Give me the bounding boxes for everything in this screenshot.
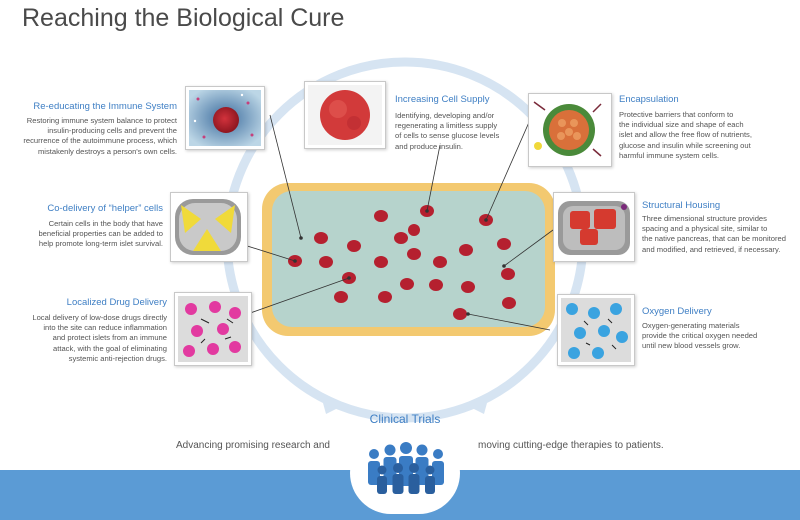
heading-reeducating: Re-educating the Immune System <box>33 101 177 112</box>
capsule-icon <box>533 101 602 157</box>
text-line: mistakenly destroys a person's own cells… <box>37 146 177 156</box>
heading-codelivery: Co-delivery of “helper” cells <box>47 203 163 214</box>
text-line: provide the critical oxygen needed <box>642 331 758 341</box>
heading-encapsulation: Encapsulation <box>619 94 679 105</box>
molecule-icon <box>178 296 248 362</box>
text-line: harmful immune system cells. <box>619 150 720 160</box>
text-line: and protect islets from an immune <box>52 333 167 343</box>
text-line: recurrence of the autoimmune process, wh… <box>23 136 177 146</box>
page-title: Reaching the Biological Cure <box>22 4 345 32</box>
text-line: the individual size and shape of each <box>619 120 744 130</box>
panel-structural <box>553 192 635 262</box>
cube-icon <box>558 201 630 255</box>
people-badge <box>350 432 460 514</box>
text-increasing: Identifying, developing and/or regenerat… <box>395 111 545 152</box>
islet-cell-icon <box>308 85 382 145</box>
cycle-arrow-left <box>320 392 346 414</box>
text-line: help promote long-term islet survival. <box>38 239 163 249</box>
islet-cell-icon <box>189 90 261 146</box>
text-line: Protective barriers that conform to <box>619 110 734 119</box>
text-oxygen: Oxygen-generating materials provide the … <box>642 321 792 352</box>
tagline-left: Advancing promising research and <box>176 440 330 451</box>
text-structural: Three dimensional structure provides spa… <box>642 214 797 255</box>
text-localized: Local delivery of low-dose drugs directl… <box>0 313 167 364</box>
text-line: Three dimensional structure provides <box>642 214 767 223</box>
text-line: and modified, and retrieved, if necessar… <box>642 244 781 254</box>
tagline-right: moving cutting-edge therapies to patient… <box>478 440 664 451</box>
text-line: spacing and a physical site, similar to <box>642 224 768 234</box>
panel-oxygen <box>557 294 635 366</box>
panel-increasing <box>304 81 386 149</box>
text-encapsulation: Protective barriers that conform to the … <box>619 110 794 161</box>
panel-codelivery <box>170 192 248 262</box>
heading-localized: Localized Drug Delivery <box>66 297 167 308</box>
panel-encapsulation <box>528 93 612 167</box>
islet-device <box>262 183 555 336</box>
connector-dots <box>293 209 506 316</box>
text-line: glucose and insulin while screening out <box>619 140 751 150</box>
text-line: Oxygen-generating materials <box>642 321 740 330</box>
text-line: insulin-producing cells and prevent the <box>47 126 177 136</box>
panel-reeducating <box>185 86 265 150</box>
cycle-arrow-right <box>464 392 490 414</box>
panel-localized <box>174 292 252 366</box>
molecule-icon <box>561 298 631 362</box>
text-codelivery: Certain cells in the body that have bene… <box>0 219 163 250</box>
heading-oxygen: Oxygen Delivery <box>642 306 712 317</box>
heading-structural: Structural Housing <box>642 200 721 211</box>
text-line: attack, with the goal of eliminating <box>53 343 167 353</box>
capsule-icon <box>175 199 241 255</box>
text-line: islet and allow the free flow of nutrien… <box>619 130 752 140</box>
text-line: beneficial properties can be added to <box>38 229 163 239</box>
text-line: until new blood vessels grow. <box>642 341 741 351</box>
people-group-icon <box>368 442 444 494</box>
text-line: regenerating a limitless supply <box>395 121 498 131</box>
text-line: systemic anti-rejection drugs. <box>68 353 167 363</box>
text-line: Certain cells in the body that have <box>48 219 163 228</box>
text-line: the native pancreas, that can be monitor… <box>642 234 786 244</box>
text-line: Local delivery of low-dose drugs directl… <box>32 313 167 322</box>
text-line: Identifying, developing and/or <box>395 111 495 120</box>
text-line: Restoring immune system balance to prote… <box>26 116 177 125</box>
text-line: of cells to sense glucose levels <box>395 131 500 141</box>
text-line: into the site can reduce inflammation <box>43 323 167 333</box>
clinical-trials-label: Clinical Trials <box>369 412 441 426</box>
islet-cells <box>288 205 516 320</box>
text-line: and produce insulin. <box>395 141 463 151</box>
heading-increasing: Increasing Cell Supply <box>395 94 490 105</box>
text-reeducating: Restoring immune system balance to prote… <box>0 116 177 157</box>
